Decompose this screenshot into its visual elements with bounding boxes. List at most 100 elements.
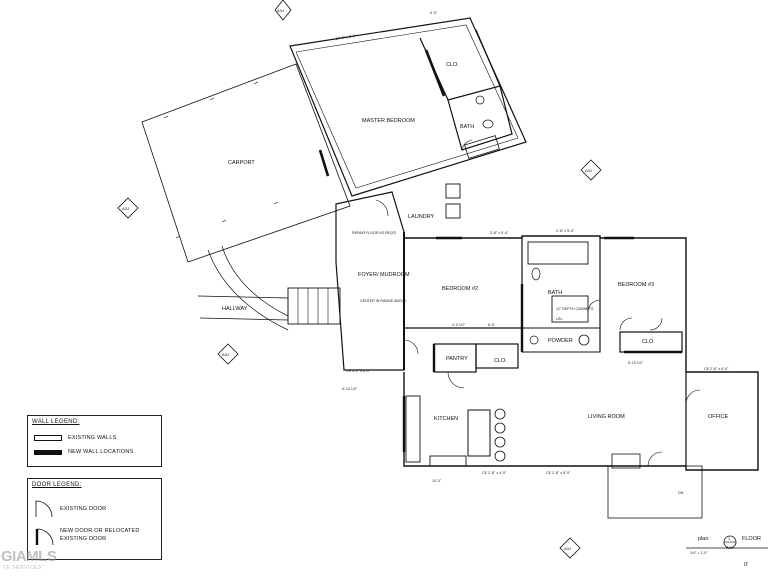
- watermark-text: GIAMLS: [1, 548, 57, 565]
- existing-door-icon: [35, 500, 53, 518]
- carport-dashes: [163, 81, 279, 239]
- note-lin: LIN.: [556, 317, 563, 321]
- label-bath2: BATH: [548, 290, 562, 296]
- label-b3-closet: CLO.: [642, 339, 655, 345]
- label-powder: POWDER: [548, 338, 573, 344]
- kitchen-counter-west: [405, 395, 421, 463]
- label-carport: CARPORT: [228, 160, 255, 166]
- mls-watermark: GIAMLS TE SERVICES: [1, 548, 61, 576]
- dim-4: 2'-8" ± 5'-0": [556, 229, 575, 233]
- new-walls-master: [318, 49, 446, 177]
- drive-curve-2: [221, 245, 289, 317]
- kitchen-counter-south: [429, 455, 467, 467]
- section-tag-2: A3J: [585, 168, 592, 173]
- section-tag-3: A3J: [122, 206, 129, 211]
- dim-11: CE 2'-8" ± 6'-0": [704, 367, 729, 371]
- label-kitchen: KITCHEN: [434, 416, 458, 422]
- label-master-bedroom: MASTER BEDROOM: [362, 118, 415, 124]
- label-b2-closet: CLO.: [494, 358, 507, 364]
- wall-legend: WALL LEGEND: EXISTING WALLS NEW WALL LOC…: [27, 415, 162, 467]
- label-bedroom3: BEDROOM #3: [618, 282, 654, 288]
- watermark-subtext: TE SERVICES: [3, 565, 42, 571]
- new-wall-swatch: [34, 449, 62, 455]
- door-swings: [375, 139, 701, 467]
- dim-6: 8'-6": [488, 323, 496, 327]
- new-wall-label: NEW WALL LOCATIONS: [68, 449, 134, 455]
- powder-sink: [529, 335, 539, 345]
- powder-toilet: [578, 334, 590, 346]
- section-marker-bottom: [559, 537, 581, 559]
- dim-3: 2'-8" ± 5'-4": [490, 231, 509, 235]
- section-marker-left: [117, 197, 139, 219]
- dim-12: CE 2'-8" ± 4'-0": [482, 471, 507, 475]
- door-legend-title: DOOR LEGEND:: [32, 482, 82, 488]
- hallway-walk: [197, 295, 289, 321]
- label-master-bath: BATH: [460, 124, 474, 130]
- label-foyer: FOYER/ MUDROOM: [358, 272, 410, 278]
- section-marker-right: [580, 159, 602, 181]
- title-number: 1: [728, 536, 731, 541]
- note-repair-floor: REPAIR FLOOR AS REQ'D: [352, 231, 397, 235]
- bath2-tub: [527, 241, 589, 265]
- title-scale: 1/4" = 1'-0": [690, 551, 708, 555]
- title-sheet: A3J: [726, 545, 733, 550]
- main-house-outline: [403, 235, 759, 471]
- dim-5: 4'-0 1/2": [452, 323, 466, 327]
- section-marker-mid: [217, 343, 239, 365]
- dim-9: 10'-3": [432, 479, 442, 483]
- foyer-outline: [335, 191, 405, 371]
- rear-deck: [607, 465, 703, 519]
- label-laundry: LAUNDRY: [408, 214, 435, 220]
- carport-outline: [141, 63, 351, 263]
- section-tag-5: A3J: [564, 546, 571, 551]
- label-office: OFFICE: [708, 414, 728, 420]
- dim-2: 6'-0": [430, 11, 438, 15]
- section-tag-1: A3J: [277, 8, 284, 13]
- section-marker-top: [274, 0, 292, 21]
- master-wing-inner: [295, 24, 519, 189]
- label-master-closet: CLO.: [446, 62, 459, 68]
- existing-wall-label: EXISTING WALLS: [68, 435, 117, 441]
- kitchen-island: [467, 409, 491, 457]
- b2-closet-box: [475, 343, 519, 369]
- wall-legend-existing-row: EXISTING WALLS: [34, 435, 116, 441]
- existing-door-label: EXISTING DOOR: [60, 506, 107, 512]
- stair-treads: [297, 288, 329, 324]
- dim-8: 6'-10 1/2": [342, 387, 358, 391]
- title-view: plan: [698, 536, 708, 542]
- note-cabinets: 12" DEPTH CABINETS: [556, 307, 594, 311]
- label-bedroom2: BEDROOM #2: [442, 286, 478, 292]
- kitchen-stools: [494, 408, 506, 462]
- dim-13: CE 2'-8" ± 8'-0": [546, 471, 571, 475]
- label-pantry: PANTRY: [446, 356, 468, 362]
- laundry-dryer: [445, 203, 461, 219]
- powder-room: [521, 327, 601, 353]
- dim-7: 5'-10 1/2": [628, 361, 644, 365]
- label-living-room: LIVING ROOM: [588, 414, 625, 420]
- title-north: 0': [744, 562, 748, 568]
- title-label: FLOOR: [742, 536, 761, 542]
- note-center-range: CENTER IN RANGE ABOVE: [360, 299, 407, 303]
- rear-step: [611, 453, 641, 469]
- master-bath-walls: [447, 85, 513, 151]
- master-wing-outline: [289, 17, 527, 197]
- dim-10: CE 3'-0" ± 4'-0": [346, 369, 371, 373]
- dim-1: 17'-6" ± 1'-3": [336, 34, 357, 41]
- section-tag-4: A3J: [222, 352, 229, 357]
- door-legend: DOOR LEGEND: EXISTING DOOR NEW DOOR OR R…: [27, 478, 162, 560]
- new-door-label: NEW DOOR OR RELOCATED EXISTING DOOR: [60, 528, 140, 542]
- entry-stairs: [287, 287, 341, 325]
- wall-legend-title: WALL LEGEND:: [32, 419, 80, 425]
- master-toilet: [482, 119, 494, 129]
- existing-wall-swatch: [34, 435, 62, 441]
- master-tub: [464, 135, 500, 159]
- door-legend-new-row: NEW DOOR OR RELOCATED EXISTING DOOR: [34, 527, 150, 547]
- bath2-toilet: [531, 267, 541, 281]
- drive-curve: [207, 249, 289, 331]
- new-door-icon: [35, 528, 54, 546]
- master-sink: [475, 95, 485, 105]
- wall-legend-new-row: NEW WALL LOCATIONS: [34, 449, 133, 455]
- label-hallway: HALLWAY: [222, 306, 248, 312]
- laundry-washer: [445, 183, 461, 199]
